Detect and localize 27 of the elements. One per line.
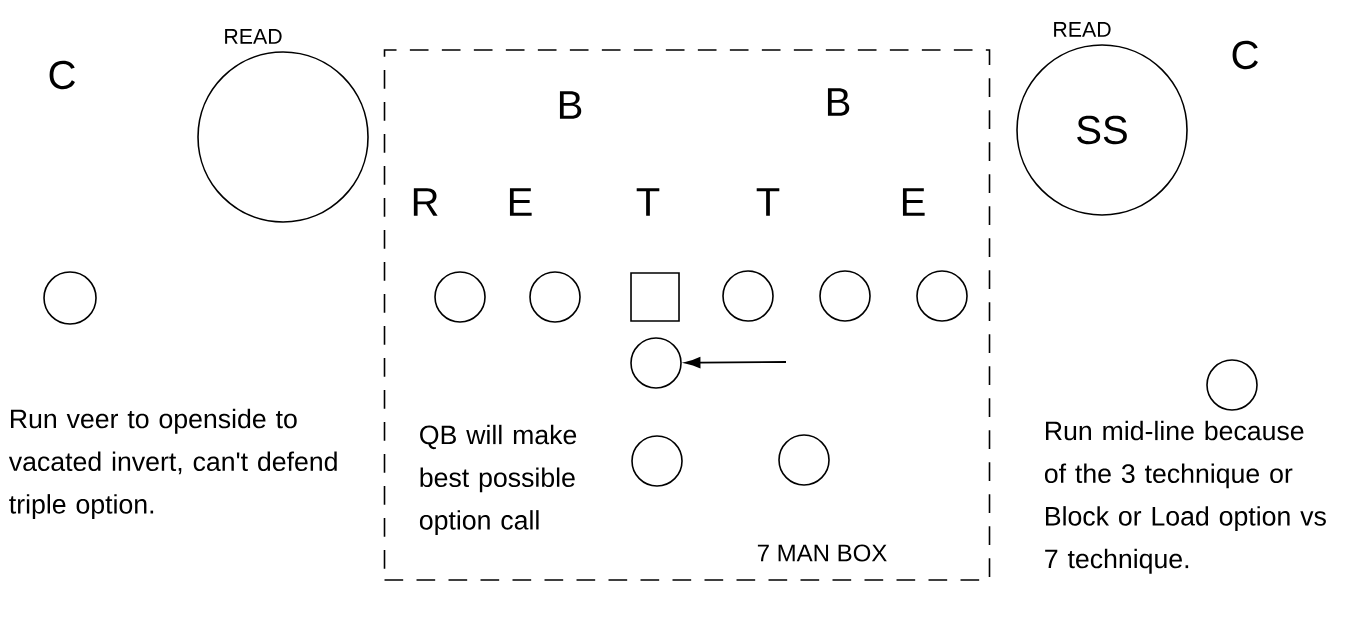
player-circle: [1206, 359, 1258, 411]
player-circle: [916, 270, 968, 322]
player-circle: [630, 337, 682, 389]
position-letter: B: [827, 88, 850, 116]
position-letter: E: [509, 188, 532, 216]
player-circle: [722, 270, 774, 322]
read-label: READ: [225, 29, 282, 44]
player-circle: [819, 270, 871, 322]
player-circle: [43, 271, 97, 325]
note-text: QB will make best possible option call: [419, 424, 577, 535]
player-circle: [778, 434, 830, 486]
player-circle: [529, 271, 581, 323]
arrow: [685, 357, 787, 369]
position-letter: C: [49, 60, 75, 90]
player-circle: [197, 51, 369, 223]
position-letter: R: [413, 188, 438, 216]
read-label: READ: [1054, 22, 1111, 37]
position-letter: T: [636, 188, 660, 216]
position-letter: C: [1232, 40, 1258, 70]
player-circle: [631, 435, 683, 487]
note-text: Run mid-line because of the 3 technique or Block or Load option vs 7 technique.: [1044, 420, 1326, 574]
position-letter: B: [559, 91, 582, 119]
position-letter: T: [756, 188, 780, 216]
position-letter: E: [902, 188, 925, 216]
player-circle: [434, 271, 486, 323]
note-text: Run veer to openside to vacated invert, can't defend triple option.: [8, 408, 337, 519]
player-square: [630, 272, 680, 322]
